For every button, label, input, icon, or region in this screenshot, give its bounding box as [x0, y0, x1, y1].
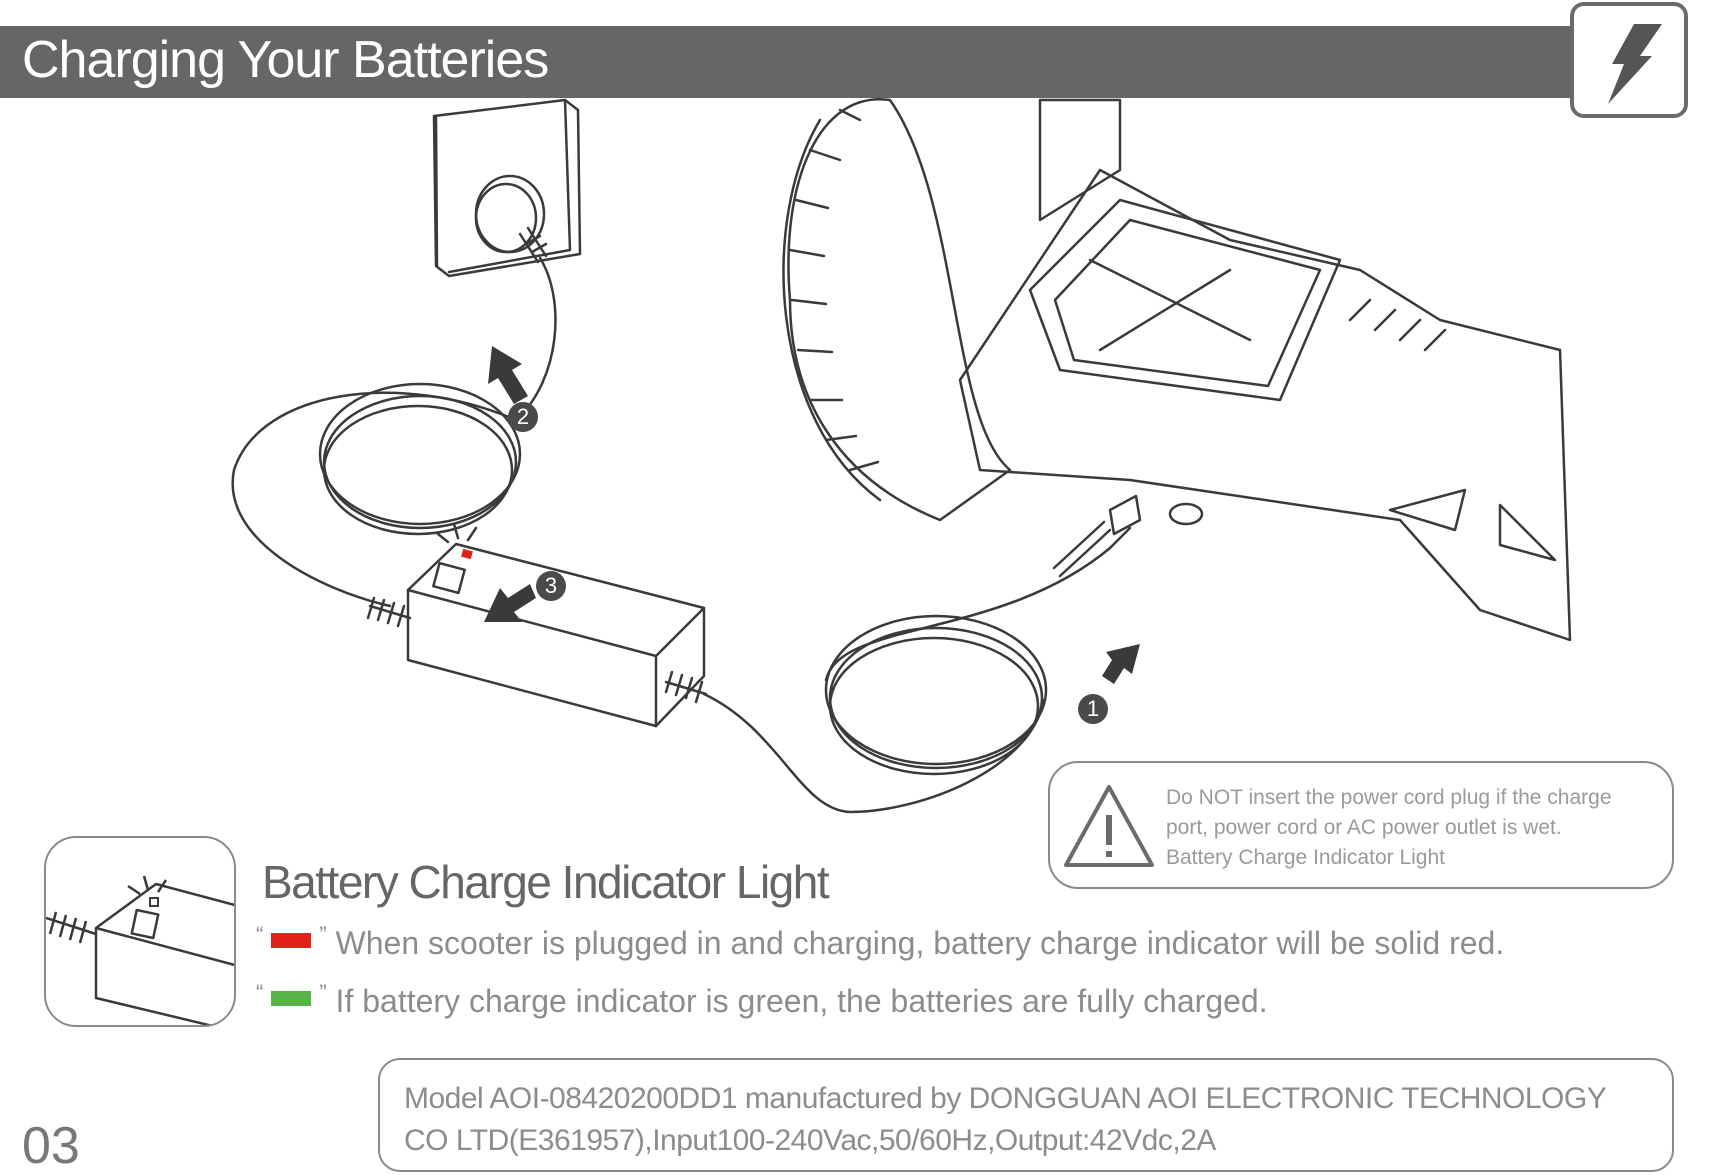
hoverboard	[782, 97, 1572, 642]
charger-inset-graphic	[46, 875, 234, 1025]
indicator-row-text: If battery charge indicator is green, th…	[335, 983, 1268, 1019]
step-badge-1: 1	[1078, 694, 1108, 724]
wall-outlet	[432, 98, 582, 278]
charger-led	[461, 548, 473, 560]
warning-line: Battery Charge Indicator Light	[1166, 846, 1445, 869]
spec-line: CO LTD(E361957),Input100-240Vac,50/60Hz,…	[404, 1124, 1216, 1157]
warning-box: Do NOT insert the power cord plug if the…	[1048, 761, 1674, 889]
arrow-step-2	[488, 346, 528, 404]
page-number: 03	[22, 1117, 80, 1175]
indicator-row-green: “ ” If battery charge indicator is green,…	[256, 980, 1268, 1020]
green-indicator-swatch	[271, 991, 312, 1006]
red-indicator-swatch	[271, 933, 312, 948]
warning-triangle-icon	[1064, 785, 1154, 867]
spec-text: Model AOI-08420200DD1 manufactured by DO…	[404, 1078, 1607, 1162]
step-arrows	[484, 346, 1140, 684]
close-quote: ”	[319, 922, 327, 947]
close-quote: ”	[319, 980, 327, 1005]
charger-inset-image	[44, 836, 236, 1027]
open-quote: “	[256, 922, 264, 947]
indicator-section-title: Battery Charge Indicator Light	[262, 856, 830, 908]
indicator-row-text: When scooter is plugged in and charging,…	[335, 925, 1505, 961]
board-cable-coil	[824, 546, 1112, 776]
charger-brick	[366, 522, 1046, 814]
arrow-step-1	[1102, 644, 1140, 684]
warning-line: Do NOT insert the power cord plug if the…	[1166, 786, 1612, 809]
indicator-row-red: “ ” When scooter is plugged in and chargi…	[256, 922, 1504, 962]
arrow-step-3	[484, 584, 536, 622]
spec-line: Model AOI-08420200DD1 manufactured by DO…	[404, 1082, 1607, 1115]
lightning-bolt-graphic	[1608, 24, 1662, 104]
warning-line: port, power cord or AC power outlet is w…	[1166, 816, 1562, 839]
step-badge-3: 3	[536, 571, 566, 601]
lightning-bolt-icon	[1570, 2, 1688, 118]
warning-text: Do NOT insert the power cord plug if the…	[1166, 783, 1666, 873]
wall-cable-coil	[231, 256, 557, 608]
step-badge-2: 2	[508, 402, 538, 432]
spec-box: Model AOI-08420200DD1 manufactured by DO…	[378, 1058, 1674, 1172]
header-bar	[0, 26, 1583, 98]
page-title: Charging Your Batteries	[22, 31, 549, 89]
open-quote: “	[256, 980, 264, 1005]
